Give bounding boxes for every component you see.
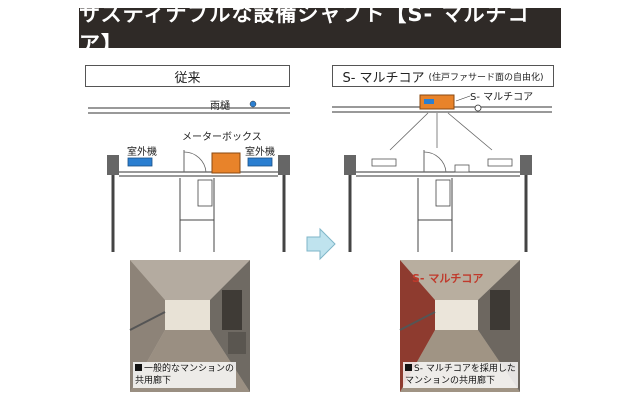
caption-square-icon-r: [405, 364, 412, 371]
meter-box-photo: [228, 332, 246, 354]
window-mid-icon: [454, 164, 470, 173]
conventional-caption-line2: 共用廊下: [135, 376, 172, 386]
multicore-header-label: S- マルチコア: [342, 70, 425, 86]
multicore-header-sub: (住戸ファサード面の自由化): [428, 72, 544, 83]
meter-box-icon: [211, 152, 241, 174]
conventional-header: 従来: [85, 65, 290, 87]
door-panel-r: [490, 290, 510, 330]
multicore-caption: S- マルチコアを採用した マンションの共用廊下: [403, 362, 518, 388]
multicore-caption-line1: S- マルチコアを採用した: [414, 364, 516, 374]
multicore-leader: [455, 95, 471, 102]
ac-unit-right-label: 室外機: [245, 147, 275, 158]
wall-column-left-r: [344, 155, 356, 175]
multicore-gutter-icon: [474, 104, 482, 112]
ac-unit-left-label: 室外機: [127, 147, 157, 158]
door-panel-1: [222, 290, 242, 330]
connection-line-3: [447, 112, 493, 151]
door-swing-icon: [183, 151, 207, 173]
multicore-label: S- マルチコア: [470, 92, 534, 103]
toilet-icon: [197, 179, 213, 207]
ceiling-r: [400, 260, 520, 300]
conventional-photo: 一般的なマンションの 共用廊下: [130, 260, 250, 392]
window-left-icon: [371, 158, 397, 167]
wall-column-right: [278, 155, 290, 175]
multicore-ac-icon: [424, 99, 434, 104]
rain-gutter-icon: [249, 100, 257, 108]
right-arrow-icon: [306, 227, 336, 261]
window-right-icon: [487, 158, 513, 167]
meter-box-label: メーターボックス: [182, 132, 262, 143]
ac-unit-right-icon: [247, 157, 273, 167]
corridor-end: [165, 300, 210, 330]
multicore-plan: [332, 94, 552, 252]
conventional-caption: 一般的なマンションの 共用廊下: [133, 362, 237, 388]
page-title: サスティナブルな設備シャフト【S- マルチコア】: [79, 2, 530, 56]
multicore-caption-line2: マンションの共用廊下: [405, 376, 496, 386]
handrail: [129, 311, 166, 331]
toilet-icon-r: [435, 179, 451, 207]
handrail-r: [399, 311, 436, 331]
connection-line-1: [389, 112, 429, 151]
wall-column-right-r: [520, 155, 532, 175]
multicore-header: S- マルチコア (住戸ファサード面の自由化): [332, 65, 554, 87]
multicore-wall-r: [400, 260, 435, 392]
caption-square-icon: [135, 364, 142, 371]
ac-unit-left-icon: [127, 157, 153, 167]
multicore-unit-icon: [419, 94, 455, 110]
rain-gutter-label: 雨樋: [210, 101, 230, 112]
corridor-end-r: [435, 300, 478, 330]
door-swing-icon-r: [423, 151, 447, 173]
conventional-plan: [88, 100, 290, 252]
transition-arrow: [306, 227, 336, 261]
multicore-photo: S- マルチコア S- マルチコアを採用した マンションの共用廊下: [400, 260, 520, 392]
conventional-caption-line1: 一般的なマンションの: [144, 364, 235, 374]
left-rail-wall: [130, 260, 165, 392]
conventional-header-label: 従来: [174, 70, 201, 86]
title-bar: サスティナブルな設備シャフト【S- マルチコア】: [79, 2, 561, 56]
multicore-photo-tag: S- マルチコア: [412, 272, 484, 285]
wall-column-left: [107, 155, 119, 175]
